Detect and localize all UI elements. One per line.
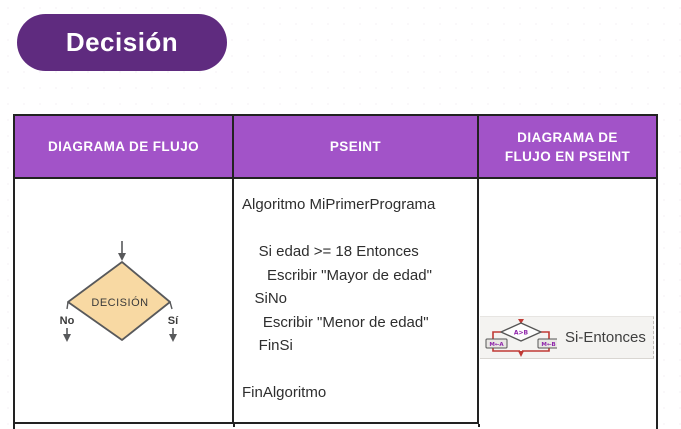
- pseint-code: Algoritmo MiPrimerPrograma Si edad >= 18…: [242, 196, 436, 401]
- header-diagrama-en-pseint: DIAGRAMA DE FLUJO EN PSEINT: [479, 116, 656, 177]
- no-branch: No: [60, 301, 75, 342]
- icon-condition-text: A>B: [514, 329, 529, 336]
- decision-flowchart: DECISIÓN No Sí: [60, 241, 179, 342]
- title-pill: Decisión: [17, 14, 227, 71]
- next-row-sliver: [15, 424, 656, 427]
- header-pseint: PSEINT: [234, 116, 479, 177]
- table-body-row: DECISIÓN No Sí: [15, 179, 656, 424]
- si-entonces-toolbar-button[interactable]: A>B M←A M←B Si-Entonces: [480, 316, 654, 359]
- yes-branch: Sí: [168, 301, 179, 342]
- si-entonces-label: Si-Entonces: [565, 329, 646, 346]
- icon-right-assign-text: M←B: [541, 342, 555, 348]
- flow-arrow-top-icon: [118, 241, 126, 261]
- icon-left-assign-text: M←A: [489, 342, 504, 348]
- header-diagrama-de-flujo: DIAGRAMA DE FLUJO: [15, 116, 234, 177]
- no-branch-label: No: [60, 315, 75, 327]
- next-row-cell: [15, 424, 235, 427]
- cell-flow-diagram: DECISIÓN No Sí: [15, 179, 234, 424]
- next-row-cell: [235, 424, 481, 427]
- next-row-cell: [480, 424, 656, 427]
- decision-diamond-label: DECISIÓN: [91, 296, 148, 309]
- yes-arrow-icon: [169, 334, 177, 342]
- comparison-table: DIAGRAMA DE FLUJO PSEINT DIAGRAMA DE FLU…: [13, 114, 658, 429]
- cell-pseint-code: Algoritmo MiPrimerPrograma Si edad >= 18…: [234, 179, 479, 424]
- cell-pseint-widget: A>B M←A M←B Si-Entonces: [479, 179, 656, 424]
- si-entonces-icon: A>B M←A M←B: [485, 318, 557, 357]
- yes-branch-label: Sí: [168, 315, 179, 327]
- decision-diamond-shape: [67, 261, 171, 341]
- table-header-row: DIAGRAMA DE FLUJO PSEINT DIAGRAMA DE FLU…: [15, 116, 656, 179]
- no-arrow-icon: [63, 334, 71, 342]
- page-title: Decisión: [65, 27, 179, 57]
